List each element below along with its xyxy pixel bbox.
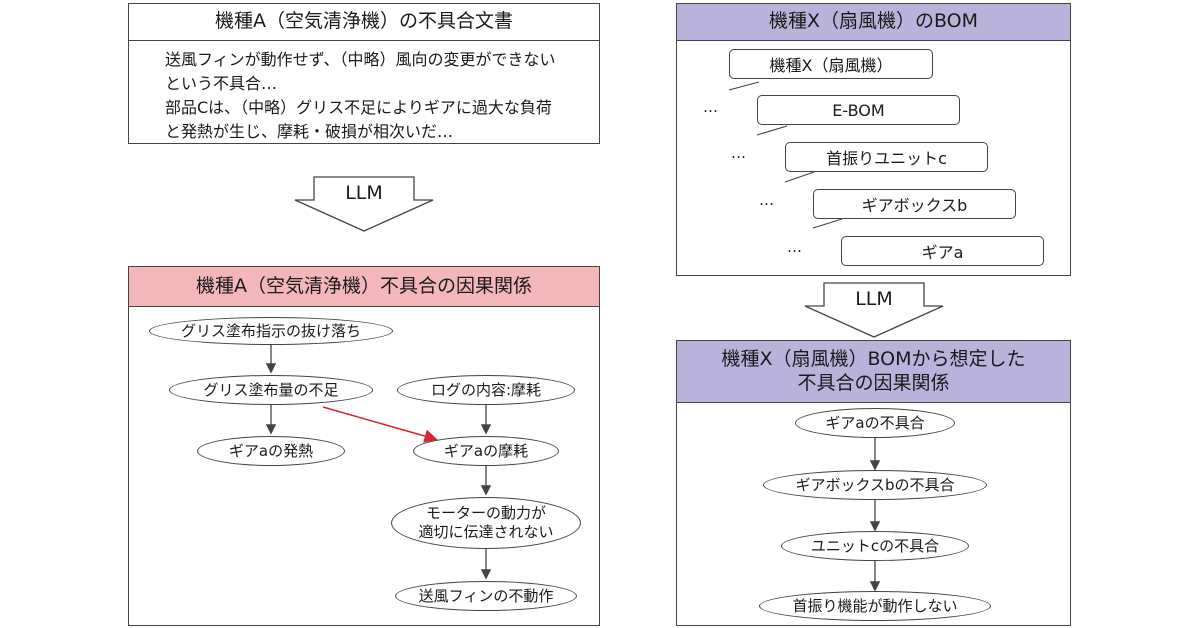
- node-motor-power: モーターの動力が 適切に伝達されない: [391, 497, 581, 549]
- node-gearbox-b-defect: ギアボックスbの不具合: [763, 470, 987, 500]
- causal-x-title: 機種X（扇風機）BOMから想定した 不具合の因果関係: [677, 341, 1070, 403]
- bom-item-gearbox-b: ギアボックスb: [813, 189, 1016, 219]
- causal-x-title-line2: 不具合の因果関係: [797, 371, 950, 394]
- down-arrow-icon: [294, 176, 434, 232]
- defect-document-panel: 機種A（空気清浄機）の不具合文書 送風フィンが動作せず、（中略）風向の変更ができ…: [128, 3, 600, 144]
- causal-x-title-line1: 機種X（扇風機）BOMから想定した: [721, 347, 1026, 370]
- node-motor-power-line1: モーターの動力が: [425, 504, 546, 523]
- bom-title: 機種X（扇風機）のBOM: [677, 4, 1070, 41]
- node-grease-instruction-missing: グリス塗布指示の抜け落ち: [149, 317, 393, 345]
- defect-document-body: 送風フィンが動作せず、（中略）風向の変更ができない という不具合… 部品Cは、（…: [165, 48, 556, 144]
- causal-a-title: 機種A（空気清浄機）不具合の因果関係: [129, 267, 599, 307]
- bom-ellipsis-4: …: [787, 238, 803, 256]
- llm-arrow-left: LLM: [294, 176, 434, 232]
- bom-panel: 機種X（扇風機）のBOM 機種X（扇風機） … E-BOM … 首振りユニットc…: [676, 3, 1071, 276]
- node-gear-a-wear: ギアaの摩耗: [413, 436, 559, 466]
- causal-x-connectors: [869, 438, 881, 592]
- node-grease-amount-short: グリス塗布量の不足: [169, 375, 373, 405]
- causal-a-connectors: [265, 345, 492, 580]
- llm-label-left: LLM: [345, 182, 383, 204]
- bom-ellipsis-1: …: [703, 98, 719, 116]
- doc-line-2: という不具合…: [165, 74, 278, 93]
- node-log-wear: ログの内容:摩耗: [397, 375, 575, 405]
- llm-label-right: LLM: [855, 288, 893, 310]
- down-arrow-icon: [804, 282, 944, 338]
- node-gear-a-defect: ギアaの不具合: [795, 408, 955, 438]
- bom-ellipsis-2: …: [731, 144, 747, 162]
- bom-connectors: [728, 81, 843, 229]
- node-gear-a-heat: ギアaの発熱: [197, 436, 345, 466]
- node-swing-function-stop: 首振り機能が動作しない: [759, 591, 991, 621]
- bom-item-swing-unit-c: 首振りユニットc: [785, 142, 988, 172]
- bom-ellipsis-3: …: [759, 191, 775, 209]
- causal-a-panel: 機種A（空気清浄機）不具合の因果関係 グリス塗布指示の抜け落ち グリス塗布量の不…: [128, 266, 600, 626]
- node-fan-fin-stop: 送風フィンの不動作: [395, 581, 577, 611]
- doc-line-4: と発熱が生じ、摩耗・破損が相次いだ…: [165, 122, 454, 141]
- llm-arrow-right: LLM: [804, 282, 944, 338]
- doc-line-1: 送風フィンが動作せず、（中略）風向の変更ができない: [165, 50, 556, 69]
- bom-item-model-x: 機種X（扇風機）: [729, 49, 933, 79]
- bom-item-gear-a: ギアa: [841, 236, 1044, 266]
- doc-line-3: 部品Cは、（中略）グリス不足によりギアに過大な負荷: [165, 98, 552, 117]
- node-unit-c-defect: ユニットcの不具合: [781, 531, 969, 561]
- bom-item-ebom: E-BOM: [757, 95, 960, 125]
- defect-document-title: 機種A（空気清浄機）の不具合文書: [129, 4, 599, 41]
- causal-x-panel: 機種X（扇風機）BOMから想定した 不具合の因果関係 ギアaの不具合 ギアボック…: [676, 340, 1071, 626]
- node-motor-power-line2: 適切に伝達されない: [418, 523, 554, 541]
